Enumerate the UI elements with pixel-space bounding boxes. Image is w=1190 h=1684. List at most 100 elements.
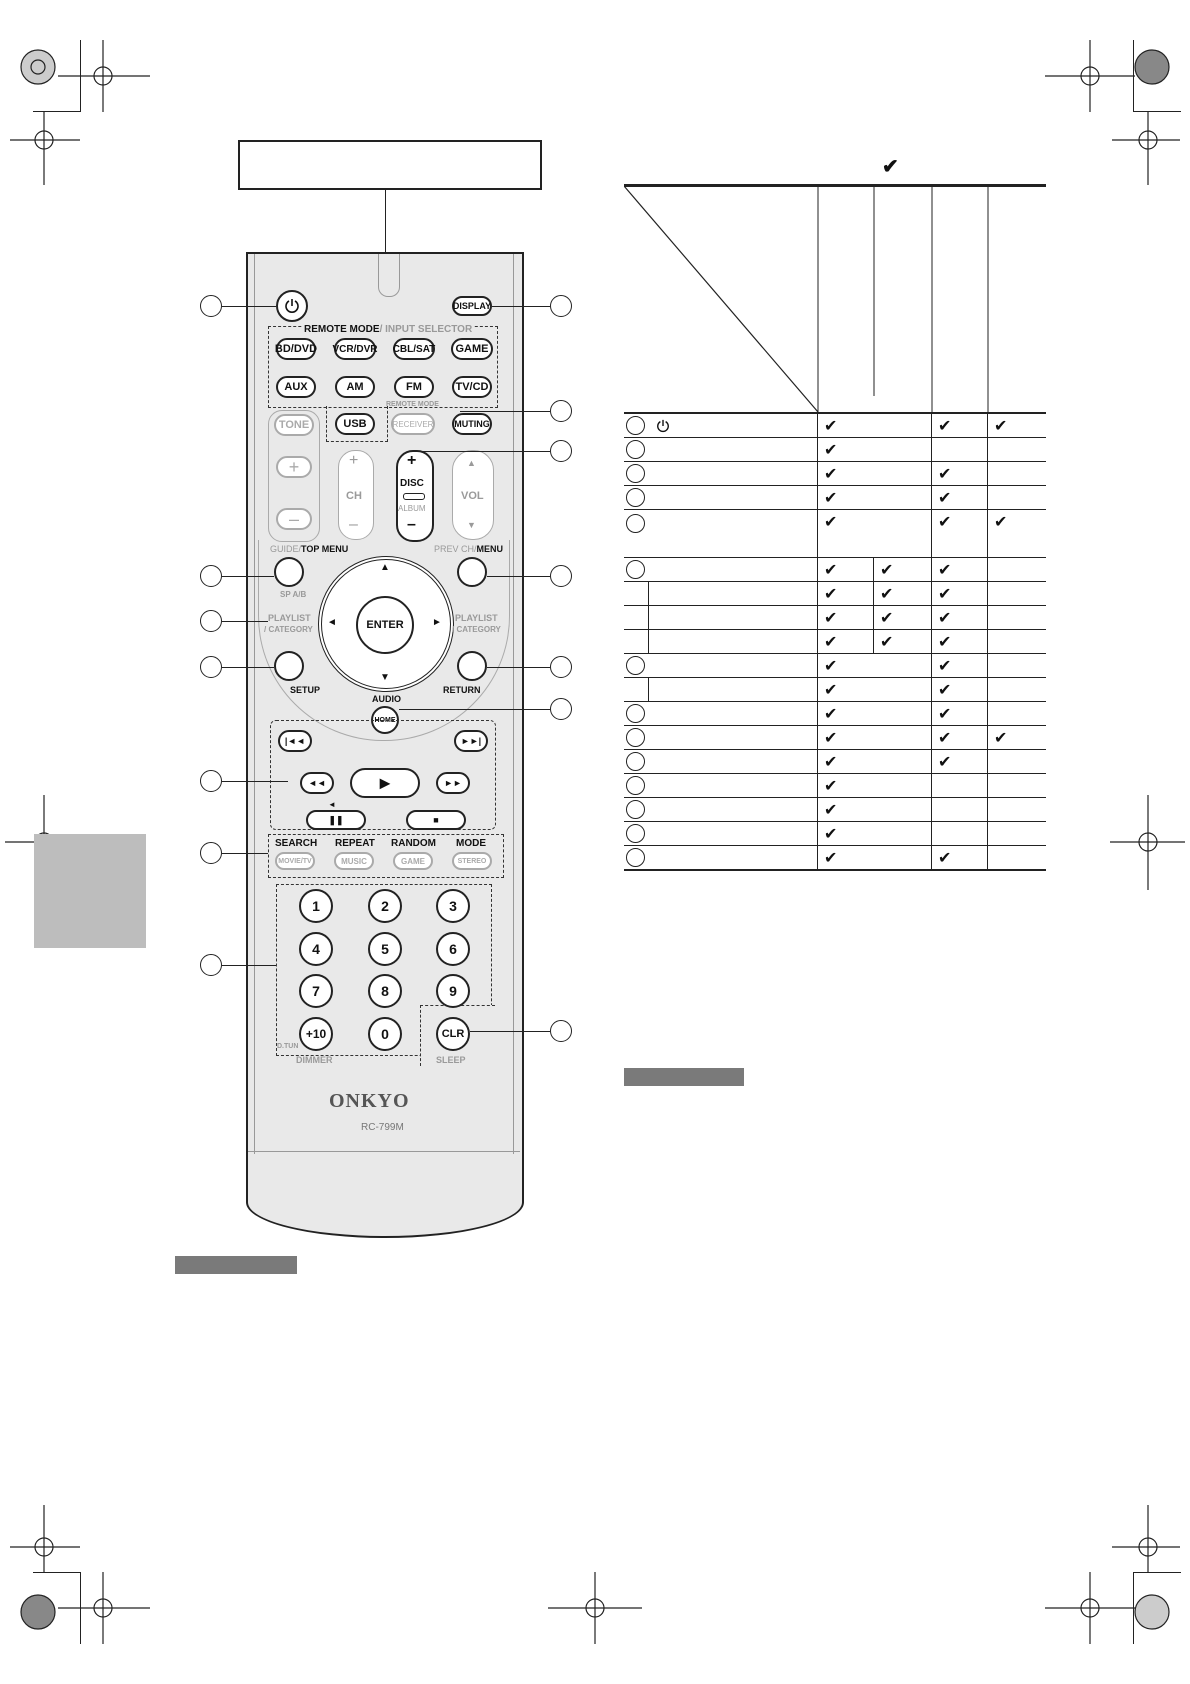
tone-button[interactable]: TONE [274,414,314,436]
right-arrow-icon[interactable]: ► [432,617,442,628]
bd-dvd-button[interactable]: BD/DVD [275,338,317,360]
remote-bottom-line [248,1151,520,1152]
return-label: RETURN [443,685,481,695]
channel-down: – [349,516,358,533]
direction-pad[interactable] [318,556,454,692]
previous-button[interactable]: |◄◄ [278,730,312,752]
number-2-button[interactable]: 2 [368,889,402,923]
number-0-button[interactable]: 0 [368,1017,402,1051]
enter-button[interactable]: ENTER [356,596,414,654]
number-3-button[interactable]: 3 [436,889,470,923]
check-cell [988,678,1046,701]
row-label-cell [624,654,818,677]
row-number-marker [626,776,645,795]
transport-group [270,720,496,830]
check-cell [988,750,1046,773]
check-cell [874,702,932,725]
table-bottom-rule [624,869,1046,871]
row-number-marker [626,560,645,579]
channel-rocker[interactable] [338,450,374,540]
stop-button[interactable]: ■ [406,810,466,830]
aux-button[interactable]: AUX [276,376,316,398]
model-name: RC-799M [361,1122,404,1133]
check-cell [874,462,932,485]
check-cell [874,510,932,557]
check-cell [988,558,1046,581]
section-heading-bar-left [175,1256,297,1274]
display-button[interactable]: DISPLAY [452,296,492,316]
table-row: ✔ [624,774,1046,798]
play-button[interactable]: ► [350,768,420,798]
check-cell [988,702,1046,725]
random-label: RANDOM [391,838,436,849]
tv-cd-button[interactable]: TV/CD [452,376,492,398]
return-button[interactable] [457,651,487,681]
check-cell: ✔ [818,582,874,605]
clr-button[interactable]: CLR [436,1017,470,1051]
sleep-label: SLEEP [436,1055,466,1065]
check-cell: ✔ [994,514,1008,531]
repeat-button[interactable]: MUSIC [334,852,374,870]
check-cell [874,486,932,509]
check-cell: ✔ [932,750,988,773]
volume-rocker[interactable] [452,450,494,540]
vcr-dvr-button[interactable]: VCR/DVR [333,338,378,360]
check-cell: ✔ [874,582,932,605]
row-number-marker [626,824,645,843]
row-number-marker [626,752,645,771]
number-5-button[interactable]: 5 [368,932,402,966]
playlist-right-label: PLAYLIST [455,613,498,623]
search-button[interactable]: MOVIE/TV [275,852,315,870]
number-8-button[interactable]: 8 [368,974,402,1008]
plus-10-button[interactable]: +10 [299,1017,333,1051]
check-cell [988,798,1046,821]
rewind-button[interactable]: ◄◄ [300,772,334,794]
volume-down-icon: ▼ [467,520,476,530]
check-cell [988,486,1046,509]
fm-button[interactable]: FM [394,376,434,398]
check-cell: ✔ [824,417,838,435]
am-button[interactable]: AM [335,376,375,398]
number-9-button[interactable]: 9 [436,974,470,1008]
check-cell [874,654,932,677]
number-6-button[interactable]: 6 [436,932,470,966]
mode-label: MODE [456,838,486,849]
check-cell: ✔ [824,729,838,747]
row-number-marker [626,416,645,435]
up-arrow-icon[interactable]: ▲ [380,562,390,573]
check-cell [874,798,932,821]
muting-button[interactable]: MUTING [452,413,492,435]
check-cell: ✔ [932,582,988,605]
game-button[interactable]: GAME [451,338,493,360]
random-button[interactable]: GAME [393,852,433,870]
cbl-sat-button[interactable]: CBL/SAT [393,338,435,360]
pause-icon: ❚❚ [328,814,344,825]
check-cell: ✔ [932,558,988,581]
usb-button[interactable]: USB [335,413,375,435]
power-button[interactable] [276,290,308,322]
check-cell [932,438,988,461]
number-4-button[interactable]: 4 [299,932,333,966]
check-cell: ✔ [824,753,838,771]
tone-minus-button[interactable]: – [276,508,312,530]
number-7-button[interactable]: 7 [299,974,333,1008]
table-row: ✔✔ [624,486,1046,510]
check-cell [988,654,1046,677]
pause-button[interactable]: ❚❚ [306,810,366,830]
mode-button[interactable]: STEREO [452,852,492,870]
disc-label: DISC [400,478,424,489]
check-cell: ✔ [824,705,838,723]
check-cell: ✔ [824,465,838,483]
fast-forward-button[interactable]: ►► [436,772,470,794]
disc-divider [403,493,425,500]
receiver-button[interactable]: RECEIVER [391,413,435,435]
setup-button[interactable] [274,651,304,681]
number-1-button[interactable]: 1 [299,889,333,923]
check-cell: ✔ [824,514,838,531]
tone-plus-button[interactable]: + [276,456,312,478]
down-arrow-icon[interactable]: ▼ [380,672,390,683]
left-arrow-icon[interactable]: ◄ [327,617,337,628]
next-button[interactable]: ►►| [454,730,488,752]
group-divider [648,678,649,702]
